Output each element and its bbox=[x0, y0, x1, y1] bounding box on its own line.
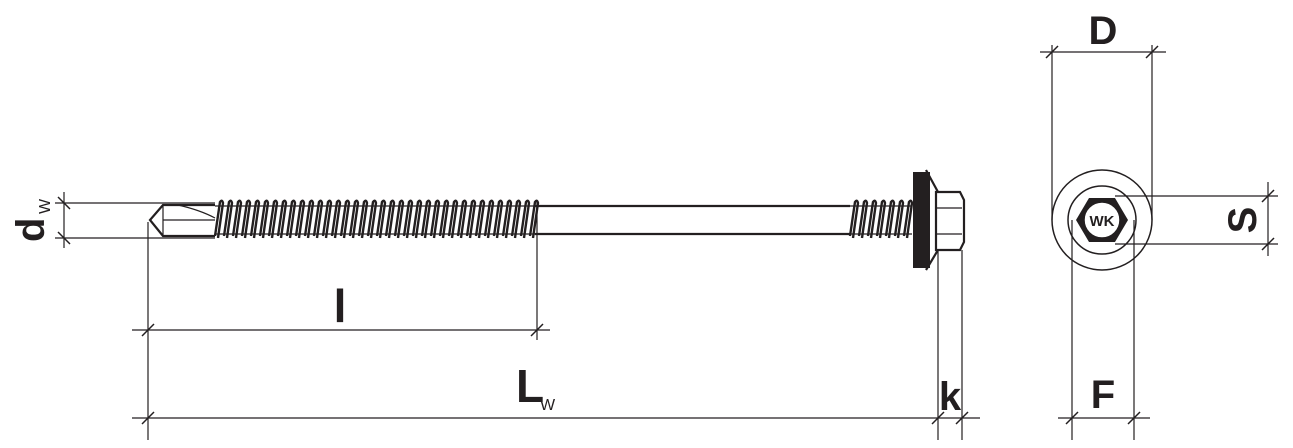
thread-turn bbox=[510, 199, 522, 239]
label-S: S bbox=[1221, 207, 1265, 234]
hex-head bbox=[934, 190, 966, 252]
thread-turn bbox=[375, 199, 387, 239]
label-Lw-sub: W bbox=[540, 397, 556, 414]
thread-turn bbox=[456, 199, 468, 239]
thread-turn bbox=[420, 199, 432, 239]
thread-turn bbox=[501, 199, 513, 239]
thread-turn bbox=[231, 199, 243, 239]
thread-turn bbox=[474, 199, 486, 239]
thread-turn bbox=[438, 199, 450, 239]
thread-turn bbox=[492, 199, 504, 239]
thread-turn bbox=[902, 199, 914, 239]
thread-section-main bbox=[213, 199, 540, 239]
thread-turn bbox=[330, 199, 342, 239]
thread-turn bbox=[875, 199, 887, 239]
thread-turn bbox=[866, 199, 878, 239]
thread-turn bbox=[357, 199, 369, 239]
thread-turn bbox=[339, 199, 351, 239]
thread-turn bbox=[267, 199, 279, 239]
thread-turn bbox=[285, 199, 297, 239]
thread-turn bbox=[393, 199, 405, 239]
thread-turn bbox=[348, 199, 360, 239]
screw-side-view bbox=[148, 169, 966, 271]
dimension-Lw: L W k bbox=[132, 250, 980, 440]
thread-turn bbox=[848, 199, 860, 239]
thread-turn bbox=[321, 199, 333, 239]
head-mark: WK bbox=[1090, 213, 1115, 230]
thread-turn bbox=[240, 199, 252, 239]
screw-end-view: WK D S F bbox=[1040, 9, 1278, 440]
thread-turn bbox=[312, 199, 324, 239]
thread-turn bbox=[884, 199, 896, 239]
thread-turn bbox=[303, 199, 315, 239]
thread-turn bbox=[213, 199, 225, 239]
label-F: F bbox=[1091, 373, 1115, 417]
thread-turn bbox=[276, 199, 288, 239]
label-dw: d bbox=[9, 218, 53, 242]
dimension-dw: d W bbox=[9, 192, 215, 248]
thread-turn bbox=[222, 199, 234, 239]
thread-turn bbox=[519, 199, 531, 239]
thread-turn bbox=[429, 199, 441, 239]
thread-turn bbox=[384, 199, 396, 239]
thread-turn bbox=[483, 199, 495, 239]
thread-turn bbox=[294, 199, 306, 239]
thread-turn bbox=[258, 199, 270, 239]
dimension-l: l bbox=[132, 200, 550, 440]
thread-turn bbox=[893, 199, 905, 239]
thread-turn bbox=[857, 199, 869, 239]
thread-turn bbox=[366, 199, 378, 239]
thread-turn bbox=[402, 199, 414, 239]
label-D: D bbox=[1089, 9, 1118, 53]
thread-turn bbox=[411, 199, 423, 239]
label-Lw: L bbox=[516, 360, 544, 412]
thread-turn bbox=[447, 199, 459, 239]
thread-section-head bbox=[848, 199, 914, 239]
thread-turn bbox=[465, 199, 477, 239]
label-k: k bbox=[939, 375, 962, 419]
label-dw-sub: W bbox=[37, 198, 54, 214]
label-l: l bbox=[334, 280, 347, 332]
thread-turn bbox=[249, 199, 261, 239]
washer bbox=[913, 172, 930, 268]
